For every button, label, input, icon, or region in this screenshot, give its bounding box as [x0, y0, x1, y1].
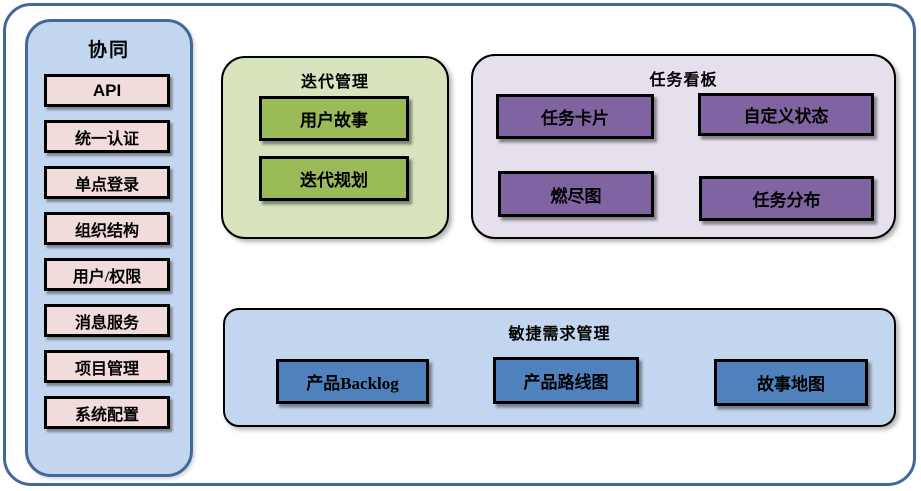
- iteration-management-title: 迭代管理: [300, 74, 369, 91]
- sidebar-item-sso: 单点登录: [44, 166, 170, 199]
- box-user-story: 用户故事: [259, 96, 409, 141]
- box-story-map: 故事地图: [714, 359, 868, 406]
- box-product-backlog: 产品Backlog: [276, 359, 429, 404]
- sidebar-item-org-structure: 组织结构: [44, 212, 170, 245]
- box-iteration-planning: 迭代规划: [259, 156, 409, 201]
- collaboration-item-list: API 统一认证 单点登录 组织结构 用户/权限 消息服务 项目管理 系统配置: [44, 74, 170, 429]
- sidebar-item-user-permission: 用户/权限: [44, 258, 170, 291]
- sidebar-item-project-management: 项目管理: [44, 350, 170, 383]
- sidebar-item-unified-auth: 统一认证: [44, 120, 170, 153]
- iteration-management-group: 迭代管理 用户故事 迭代规划: [221, 56, 449, 239]
- sidebar-item-message-service: 消息服务: [44, 304, 170, 337]
- box-task-distribution: 任务分布: [699, 176, 874, 221]
- task-board-group: 任务看板 任务卡片 自定义状态 燃尽图 任务分布: [471, 54, 896, 239]
- box-burndown-chart: 燃尽图: [498, 171, 654, 217]
- collaboration-panel-title: 协同: [87, 40, 130, 61]
- box-custom-status: 自定义状态: [698, 93, 874, 136]
- collaboration-panel: 协同 API 统一认证 单点登录 组织结构 用户/权限 消息服务 项目管理 系统…: [25, 19, 193, 477]
- outer-frame: 协同 API 统一认证 单点登录 组织结构 用户/权限 消息服务 项目管理 系统…: [3, 3, 916, 486]
- sidebar-item-api: API: [44, 74, 170, 107]
- task-board-title: 任务看板: [649, 72, 718, 89]
- agile-requirements-title: 敏捷需求管理: [508, 326, 611, 343]
- agile-requirements-group: 敏捷需求管理 产品Backlog 产品路线图 故事地图: [223, 308, 896, 427]
- box-task-card: 任务卡片: [496, 94, 654, 139]
- sidebar-item-system-config: 系统配置: [44, 396, 170, 429]
- box-product-roadmap: 产品路线图: [493, 357, 639, 404]
